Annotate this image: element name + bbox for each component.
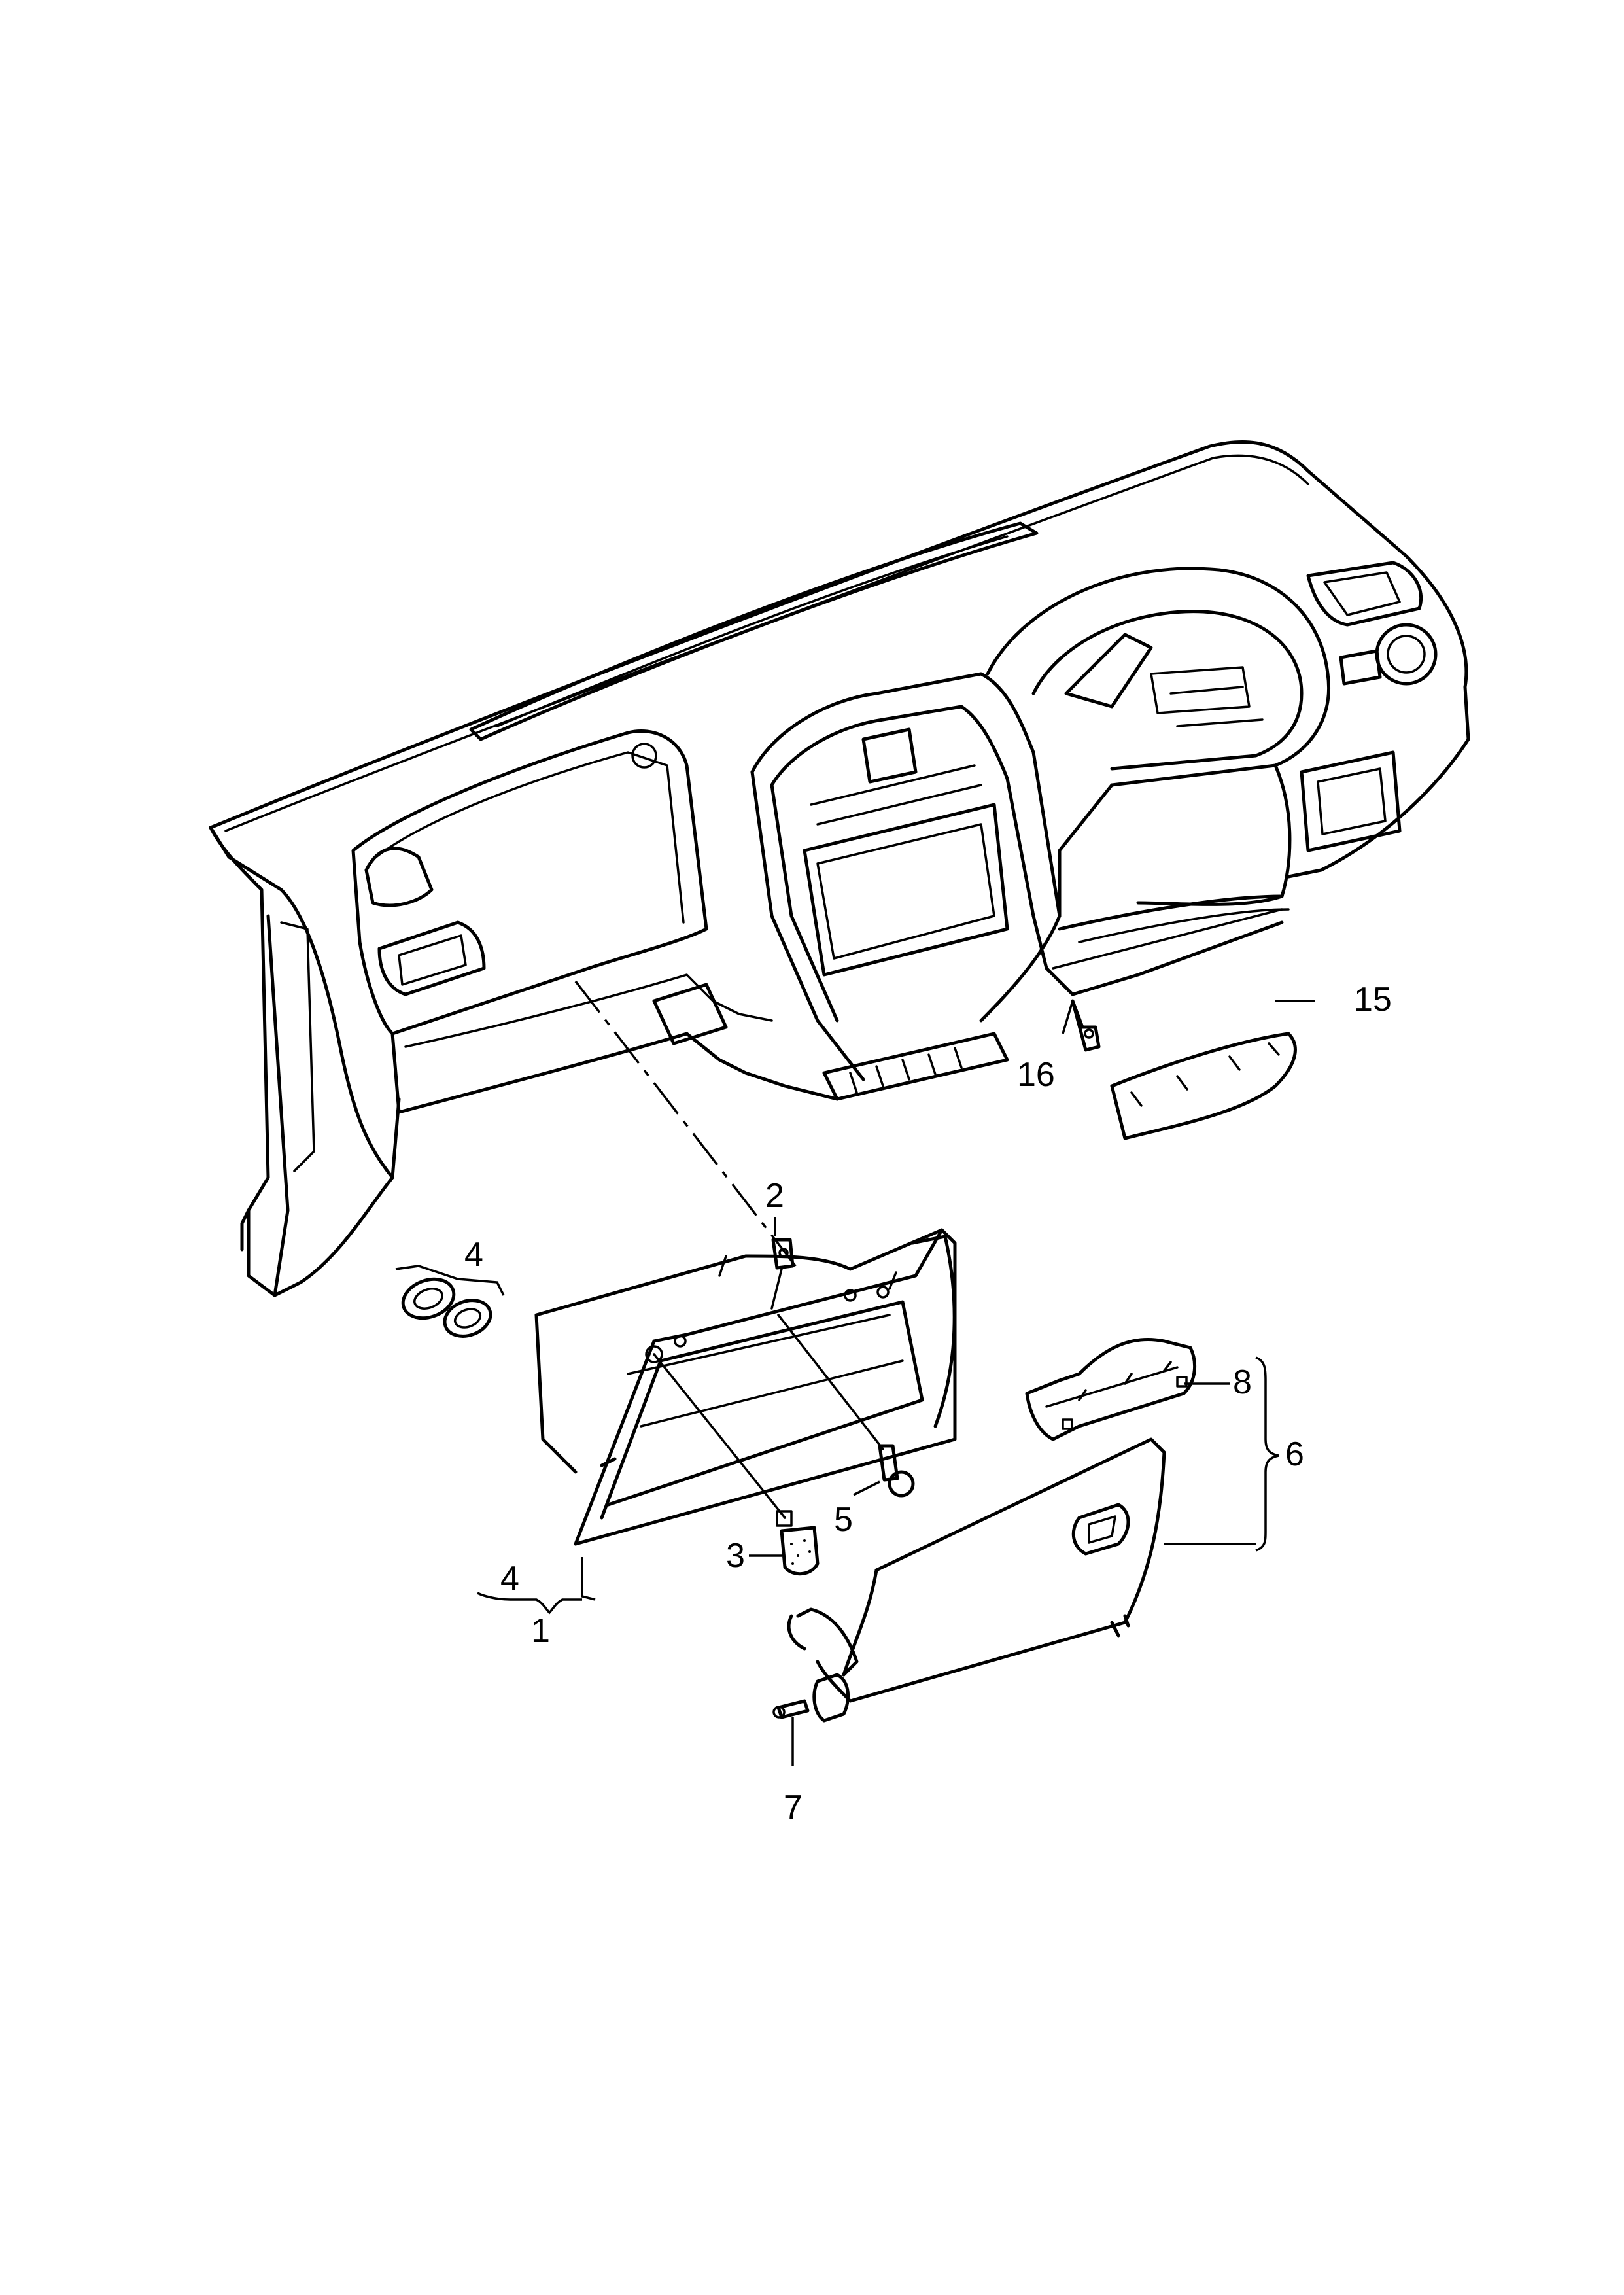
callout-15: 15	[1354, 981, 1392, 1019]
callout-3: 3	[726, 1537, 745, 1575]
screw-part-5	[777, 1314, 915, 1498]
callout-5: 5	[834, 1501, 853, 1539]
glovebox-housing-part-1	[534, 1228, 957, 1546]
callout-4-upper: 4	[464, 1236, 483, 1274]
callout-6: 6	[1285, 1435, 1304, 1473]
clip-part-16	[1071, 999, 1101, 1052]
callout-4-lower: 4	[500, 1560, 519, 1598]
assembly-line	[574, 980, 799, 1270]
callout-2: 2	[765, 1177, 784, 1215]
trim-panel-part-15	[1110, 1032, 1297, 1140]
handle-housing-part-8	[1025, 1337, 1197, 1441]
dashboard-assembly	[209, 440, 1470, 1297]
pin-part-7	[772, 1699, 810, 1719]
callout-16: 16	[1017, 1056, 1055, 1094]
glovebox-lid-part-6	[787, 1437, 1166, 1723]
callout-7: 7	[784, 1789, 803, 1827]
clip-part-2	[770, 1238, 795, 1310]
callout-8: 8	[1233, 1363, 1252, 1401]
callout-1: 1	[531, 1612, 550, 1650]
bumper-part-3	[653, 1353, 820, 1576]
grommet-part-4	[401, 1277, 492, 1338]
leader-lines	[395, 1000, 1315, 1766]
